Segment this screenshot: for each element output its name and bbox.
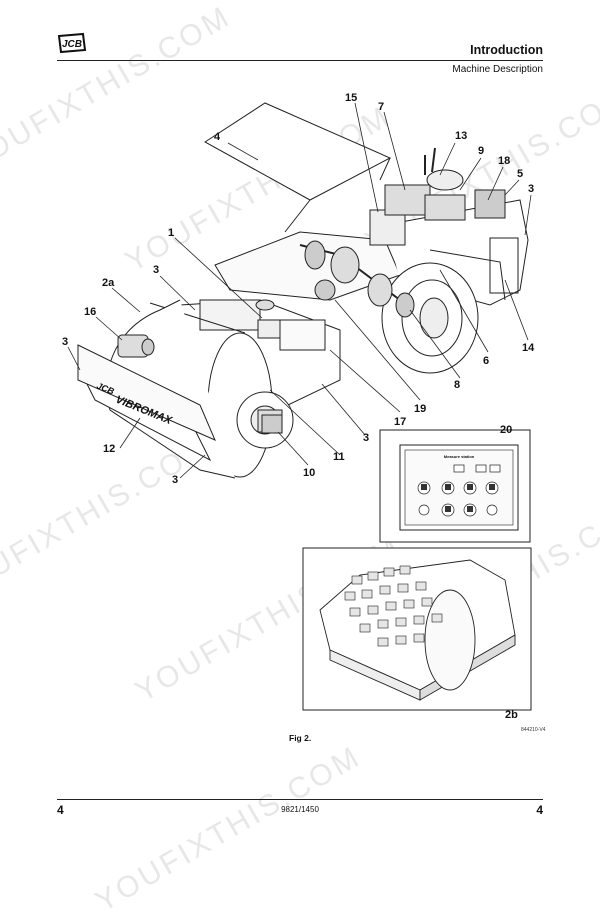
callout-3-top: 3 bbox=[153, 264, 159, 276]
callout-14: 14 bbox=[522, 342, 535, 354]
callout-16: 16 bbox=[84, 306, 96, 318]
callout-17: 17 bbox=[394, 416, 406, 428]
jcb-logo: JCB bbox=[57, 32, 87, 54]
callout-19: 19 bbox=[414, 403, 426, 415]
callout-5: 5 bbox=[517, 168, 523, 180]
header-divider bbox=[57, 60, 543, 61]
machine-illustration: VIBROMAX JCB 15 7 13 9 18 5 3 4 bbox=[62, 92, 535, 721]
padfoot-studs bbox=[344, 565, 443, 647]
callout-10: 10 bbox=[303, 467, 315, 479]
callout-2a: 2a bbox=[102, 277, 115, 289]
callout-15: 15 bbox=[345, 92, 357, 104]
callout-13: 13 bbox=[455, 130, 467, 142]
leader-lines bbox=[67, 102, 532, 479]
figure-code: 844210-V4 bbox=[521, 727, 546, 733]
callout-7: 7 bbox=[378, 101, 384, 113]
page-number-right: 4 bbox=[536, 803, 543, 817]
panel-title: Measure station bbox=[444, 454, 475, 459]
svg-text:JCB: JCB bbox=[62, 39, 82, 50]
callout-3-right: 3 bbox=[528, 183, 534, 195]
callout-11: 11 bbox=[333, 451, 345, 463]
document-number: 9821/1450 bbox=[281, 805, 319, 814]
callout-18: 18 bbox=[498, 155, 510, 167]
callout-3-left: 3 bbox=[62, 336, 68, 348]
callout-9: 9 bbox=[478, 145, 484, 157]
page-title: Introduction bbox=[470, 43, 543, 57]
callout-12: 12 bbox=[103, 443, 115, 455]
callout-20: 20 bbox=[500, 424, 512, 436]
callout-3-mid: 3 bbox=[363, 432, 369, 444]
callout-3-bottom: 3 bbox=[172, 474, 178, 486]
callout-labels: 15 7 13 9 18 5 3 4 1 3 2a 16 3 12 3 3 10… bbox=[62, 92, 535, 486]
page-subtitle: Machine Description bbox=[452, 64, 543, 75]
inset-padfoot-drum: 2b bbox=[302, 547, 532, 721]
footer-divider bbox=[57, 799, 543, 800]
callout-8: 8 bbox=[454, 379, 460, 391]
callout-4: 4 bbox=[214, 131, 221, 143]
callout-6: 6 bbox=[483, 355, 489, 367]
page-number-left: 4 bbox=[57, 803, 64, 817]
figure-caption: Fig 2. bbox=[289, 733, 312, 743]
callout-1: 1 bbox=[168, 227, 174, 239]
callout-2b: 2b bbox=[505, 709, 518, 721]
inset-measure-station: Measure station 20 bbox=[379, 424, 531, 543]
